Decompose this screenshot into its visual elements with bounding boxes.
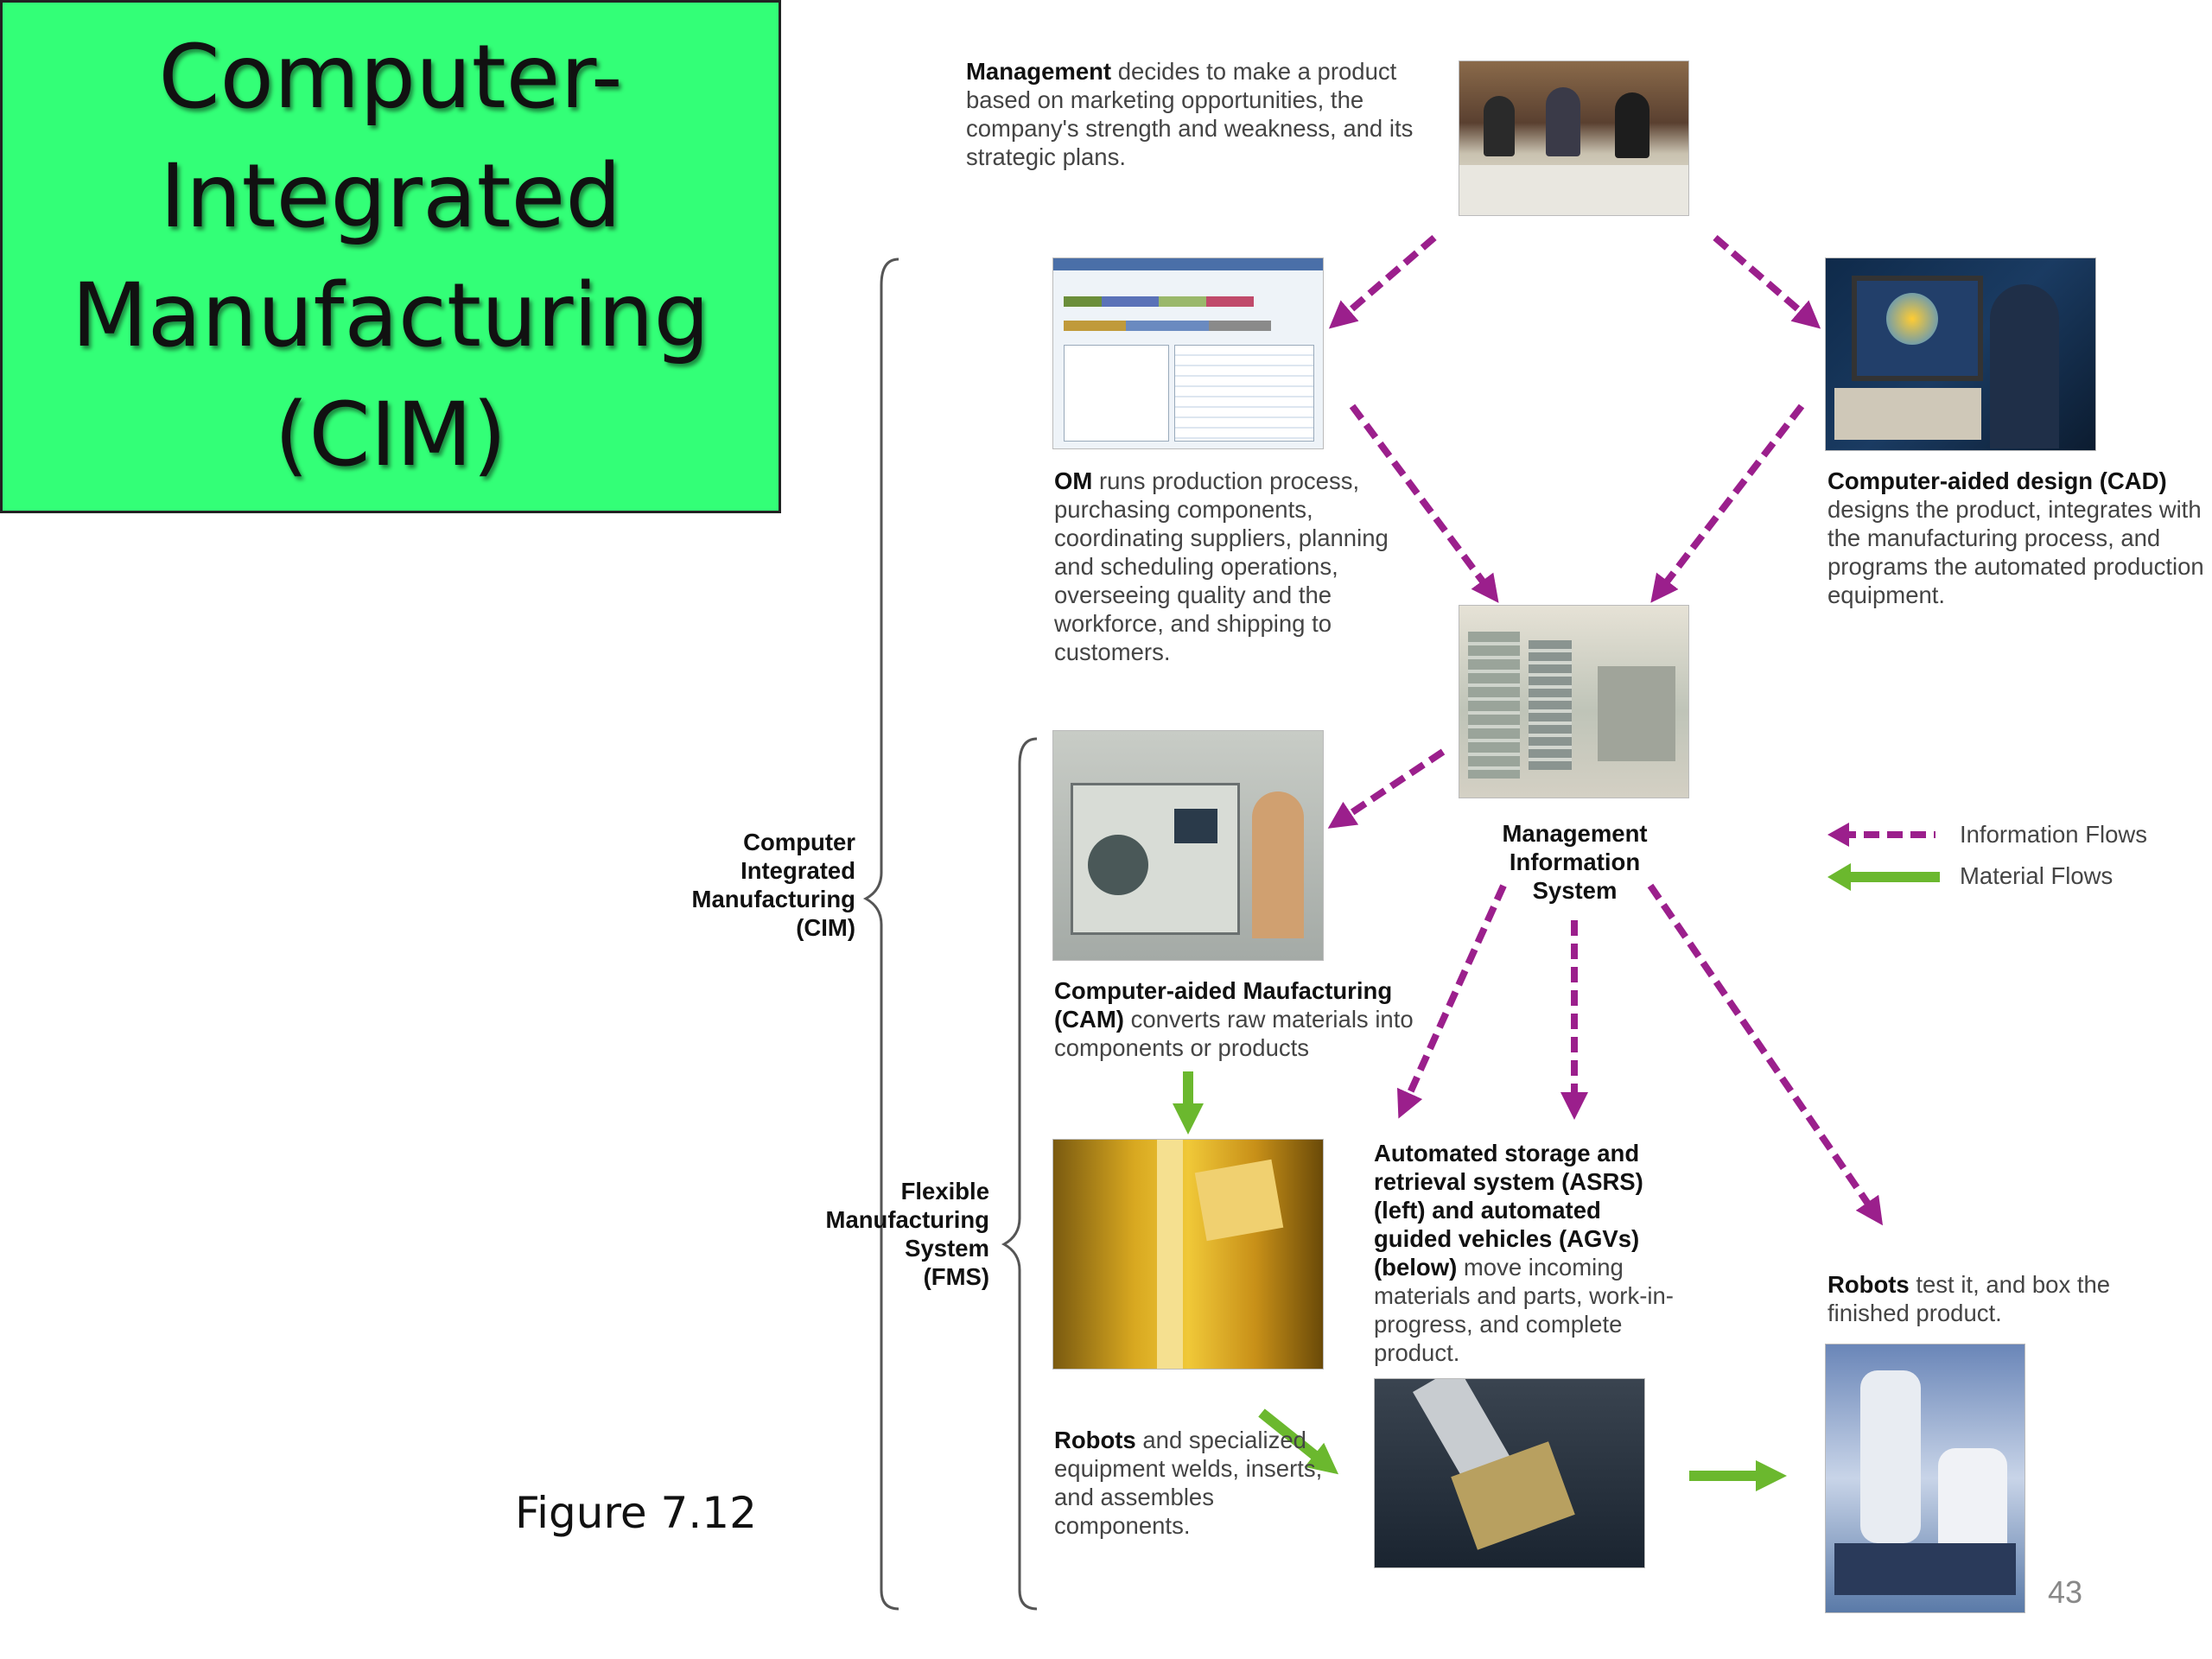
cad-workstation-photo [1825,257,2096,451]
asrs-description: Automated storage and retrieval system (… [1374,1140,1674,1366]
fms-brace [1001,737,1038,1611]
legend-info-head [1827,823,1849,847]
legend-material-label: Material Flows [1960,862,2113,889]
arrow-mis-to-asrs-left [1396,884,1507,1119]
arrow-cad-to-mis [1650,404,1805,603]
arrow-mgmt-to-cad [1713,234,1821,329]
arrow-mis-to-robots-test [1647,883,1884,1226]
cam-description: Computer-aided Maufacturing (CAM) conver… [1054,977,1414,1061]
agv-robot-photo [1374,1378,1645,1568]
arrow-robots-weld-to-agv [1258,1408,1339,1475]
mis-label: Management Information System [1502,820,1648,904]
cam-machine-photo [1052,730,1324,961]
management-meeting-photo [1459,60,1689,216]
asrs-storage-photo [1052,1139,1324,1370]
arrow-mgmt-to-om [1328,234,1437,329]
arrow-mis-to-cam [1327,748,1446,829]
legend-info-label: Information Flows [1960,821,2148,848]
arrow-om-to-mis [1349,404,1499,603]
cim-brace [862,257,899,1611]
management-description: Management decides to make a product bas… [966,58,1414,170]
cad-description: Computer-aided design (CAD) designs the … [1827,467,2204,608]
page-number: 43 [2048,1574,2083,1610]
robots-testing-photo [1825,1344,2025,1613]
legend-material-head [1827,863,1851,891]
title-box: Computer- Integrated Manufacturing (CIM) [0,0,781,513]
cim-brace-label: Computer Integrated Manufacturing (CIM) [691,829,855,941]
slide-title: Computer- Integrated Manufacturing (CIM) [71,26,710,486]
om-software-screenshot [1052,257,1324,449]
fms-brace-label: Flexible Manufacturing System (FMS) [825,1178,989,1290]
robots-weld-description: Robots and specialized equipment welds, … [1054,1427,1323,1539]
robots-test-description: Robots test it, and box the finished pro… [1827,1271,2111,1326]
om-description: OM runs production process, purchasing c… [1054,467,1389,665]
mis-server-room-photo [1459,605,1689,798]
figure-label: Figure 7.12 [515,1488,757,1538]
